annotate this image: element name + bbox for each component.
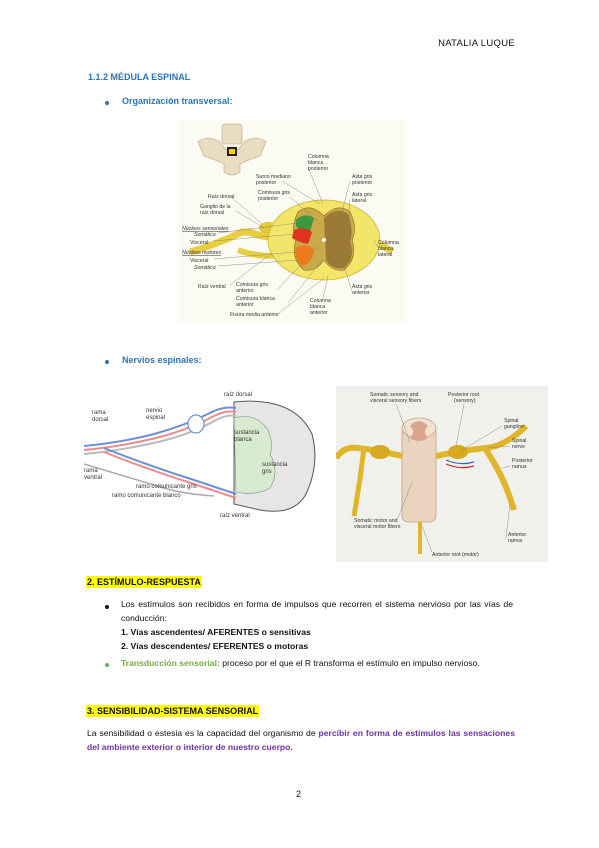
bullet-organizacion: Organización transversal: [122,96,233,106]
svg-text:raíz dorsal: raíz dorsal [224,392,252,398]
svg-text:Anterior root (motor): Anterior root (motor) [432,552,479,558]
svg-text:rama: rama [84,468,98,474]
svg-text:ramus: ramus [508,538,523,544]
svg-text:(sensory): (sensory) [454,398,476,404]
spinal-nerve-anatomy-illustration: Somatic sensory and visceral sensory fib… [333,392,533,558]
svg-text:dorsal: dorsal [92,417,108,423]
svg-text:blanca: blanca [378,246,393,252]
paragraph-transduccion: Transducción sensorial: proceso por el q… [121,657,513,671]
svg-text:espinal: espinal [146,415,165,421]
svg-text:Somatic sensory and: Somatic sensory and [370,392,419,398]
svg-text:Posterior root: Posterior root [448,392,480,398]
vertebra-icon [197,123,267,176]
spinal-nerve-schematic-figure: raíz dorsal rama dorsal nervio espinal s… [83,384,320,524]
spinal-cord-cross-section-illustration: Columna blanca posterior Surco mediano p… [182,123,399,318]
spinal-nerve-schematic-illustration: raíz dorsal rama dorsal nervio espinal s… [83,392,316,519]
svg-text:nerve: nerve [512,444,525,450]
svg-text:anterior: anterior [352,290,370,296]
bullet-dot [105,101,109,105]
svg-text:Comisura gris: Comisura gris [236,282,268,288]
spinal-cord-cross-section-figure: Columna blanca posterior Surco mediano p… [178,120,406,322]
sensibilidad-highlight: percibir en forma de estímulos las sensa… [87,728,515,752]
svg-text:posterior: posterior [352,180,372,186]
svg-text:ramo comunicante gris: ramo comunicante gris [136,484,197,490]
svg-text:blanca: blanca [234,437,252,443]
author-header: NATALIA LUQUE [438,38,515,49]
svg-text:Fisura media anterior: Fisura media anterior [230,312,279,318]
section-heading-estimulo: 2. ESTÍMULO-RESPUESTA [86,572,202,590]
bullet-nervios: Nervios espinales: [122,355,202,365]
bullet-dot [105,663,109,667]
svg-text:anterior: anterior [236,302,254,308]
svg-text:ganglion: ganglion [504,424,524,430]
svg-text:visceral motor fibers: visceral motor fibers [354,524,401,530]
svg-text:Asta gris: Asta gris [352,174,373,180]
svg-text:Posterior: Posterior [512,458,533,464]
svg-text:blanca: blanca [310,304,325,310]
svg-text:raíz ventral: raíz ventral [220,513,250,519]
section-heading-estimulo-text: 2. ESTÍMULO-RESPUESTA [86,576,202,588]
svg-text:posterior: posterior [256,180,276,186]
section-heading-sensibilidad: 3. SENSIBILIDAD-SISTEMA SENSORIAL [86,701,260,719]
svg-text:ramo comunicante blanco: ramo comunicante blanco [112,493,181,499]
svg-text:Somático: Somático [194,232,216,238]
svg-text:anterior: anterior [236,288,254,294]
section-heading-sensibilidad-text: 3. SENSIBILIDAD-SISTEMA SENSORIAL [86,705,260,717]
page-number: 2 [296,789,302,799]
svg-text:Somático: Somático [194,265,216,271]
svg-text:Columna: Columna [308,154,329,160]
svg-text:rama: rama [92,410,106,416]
transduccion-definition: proceso por el que el R transforma el es… [219,658,480,668]
svg-text:Spinal: Spinal [504,418,518,424]
svg-text:Anterior: Anterior [508,532,526,538]
term-transduccion: Transducción sensorial: [121,658,220,668]
spinal-nerve-anatomy-figure: Somatic sensory and visceral sensory fib… [333,386,548,562]
svg-text:anterior: anterior [310,310,328,316]
svg-text:raíz dorsal: raíz dorsal [200,210,224,216]
svg-text:visceral sensory fibers: visceral sensory fibers [370,398,422,404]
svg-text:lateral: lateral [352,198,366,204]
svg-text:posterior: posterior [308,166,328,172]
svg-text:gris: gris [262,469,272,475]
svg-text:sustancia: sustancia [234,430,260,436]
svg-text:Spinal: Spinal [512,438,526,444]
svg-text:posterior: posterior [258,196,278,202]
svg-text:Surco mediano: Surco mediano [256,174,291,180]
svg-text:Visceral: Visceral [190,258,208,264]
svg-text:Asta gris: Asta gris [352,284,373,290]
svg-text:Comisura gris: Comisura gris [258,190,290,196]
svg-text:Columna: Columna [378,240,399,246]
paragraph-estimulos: Los estímulos son recibidos en forma de … [121,599,513,623]
svg-text:sustancia: sustancia [262,462,288,468]
svg-text:blanca: blanca [308,160,323,166]
svg-text:Núcleos sensoriales: Núcleos sensoriales [182,226,229,232]
paragraph-sensibilidad: La sensibilidad o estesia es la capacida… [87,727,515,754]
section-heading-medula: 1.1.2 MÉDULA ESPINAL [88,72,191,82]
svg-text:Visceral: Visceral [190,240,208,246]
svg-text:ventral: ventral [84,475,102,481]
bullet-dot [105,360,109,364]
svg-text:lateral: lateral [378,252,392,258]
list-item-ascendentes: 1. Vías ascendentes/ AFERENTES o sensiti… [121,627,311,637]
svg-text:Ganglio de la: Ganglio de la [200,204,231,210]
bullet-dot [105,605,109,609]
svg-text:Raíz dorsal: Raíz dorsal [208,194,234,200]
svg-text:nervio: nervio [146,408,163,414]
svg-text:Comisura blanca: Comisura blanca [236,296,275,302]
svg-text:Columna: Columna [310,298,331,304]
svg-text:Raíz ventral: Raíz ventral [198,284,226,290]
list-item-descendentes: 2. Vías descendentes/ EFERENTES o motora… [121,641,309,651]
svg-text:Somatic motor and: Somatic motor and [354,518,398,524]
sensibilidad-text: La sensibilidad o estesia es la capacida… [87,728,319,738]
svg-text:Núcleos motores: Núcleos motores [182,250,221,256]
svg-text:Asta gris: Asta gris [352,192,373,198]
svg-text:ramus: ramus [512,464,527,470]
